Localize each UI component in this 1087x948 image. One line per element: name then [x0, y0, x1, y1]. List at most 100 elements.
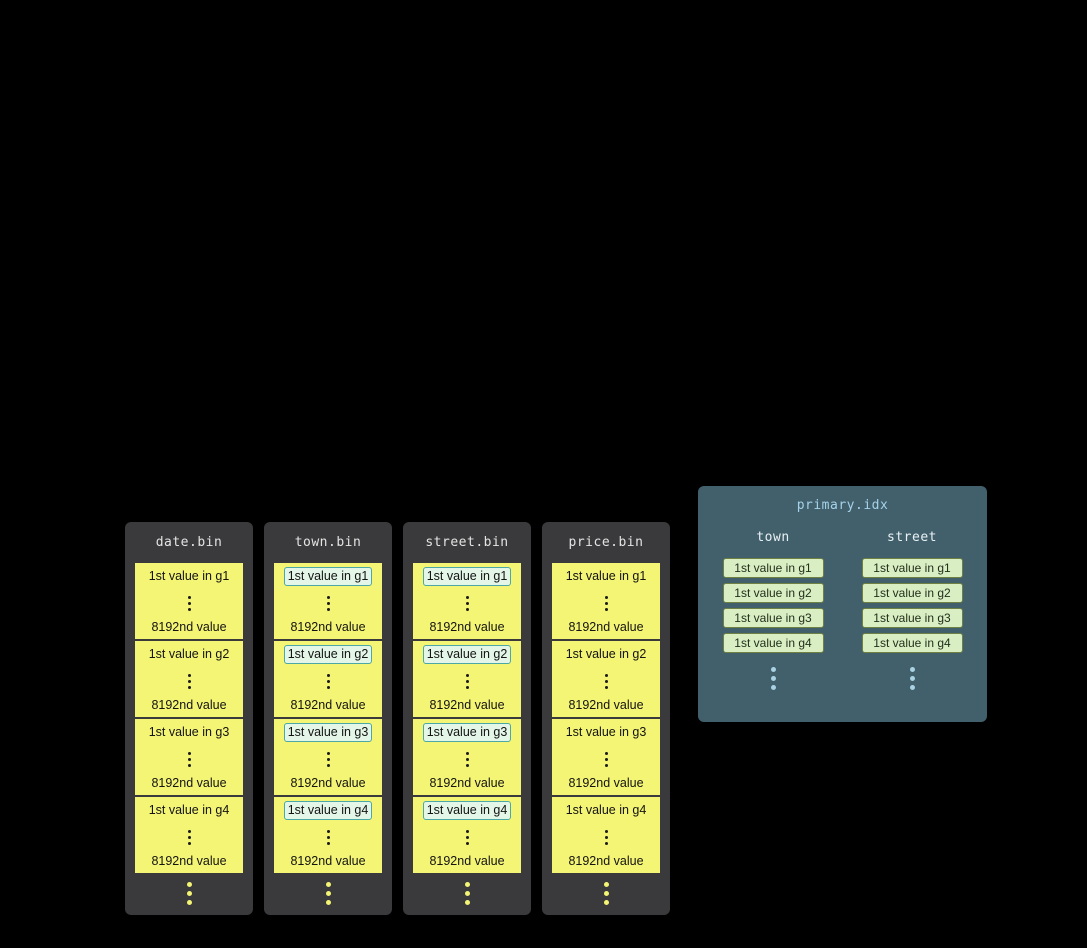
last-value-label: 8192nd value [151, 620, 227, 634]
first-value-label: 1st value in g2 [283, 644, 373, 664]
granule-block: 1st value in g3 8192nd value [413, 719, 521, 795]
index-entry-chip: 1st value in g4 [861, 633, 963, 653]
index-entry-list: 1st value in g1 1st value in g2 1st value … [861, 558, 963, 653]
first-value-row: 1st value in g4 [283, 800, 373, 820]
more-granules-ellipsis [403, 882, 531, 905]
granule-block: 1st value in g3 8192nd value [135, 719, 243, 795]
first-value-label: 1st value in g3 [565, 725, 647, 739]
last-value-label: 8192nd value [290, 698, 366, 712]
values-ellipsis [465, 595, 469, 611]
first-value-row: 1st value in g4 [422, 800, 512, 820]
granule-list: 1st value in g1 8192nd value 1st value i… [542, 563, 670, 873]
first-value-row: 1st value in g2 [566, 644, 647, 664]
last-value-label: 8192nd value [151, 854, 227, 868]
first-value-label: 1st value in g4 [422, 800, 512, 820]
values-ellipsis [187, 829, 191, 845]
bin-files: date.bin 1st value in g1 8192nd value 1s… [125, 522, 670, 915]
values-ellipsis [187, 595, 191, 611]
bin-file-title: street.bin [425, 535, 509, 550]
bin-column: town.bin 1st value in g1 8192nd value 1s… [264, 522, 392, 915]
index-entry-chip: 1st value in g2 [722, 583, 824, 603]
first-value-label: 1st value in g1 [422, 566, 512, 586]
values-ellipsis [187, 751, 191, 767]
values-ellipsis [187, 673, 191, 689]
values-ellipsis [465, 751, 469, 767]
index-entry-chip: 1st value in g3 [722, 608, 824, 628]
last-value-label: 8192nd value [429, 854, 505, 868]
primary-index-title: primary.idx [796, 498, 889, 513]
values-ellipsis [326, 829, 330, 845]
values-ellipsis [326, 673, 330, 689]
first-value-row: 1st value in g2 [283, 644, 373, 664]
granule-block: 1st value in g1 8192nd value [274, 563, 382, 639]
bin-file-title: price.bin [568, 535, 644, 550]
more-granules-ellipsis [542, 882, 670, 905]
index-entry-chip: 1st value in g1 [722, 558, 824, 578]
index-column: town 1st value in g1 1st value in g2 1st v… [722, 530, 824, 690]
bin-column: price.bin 1st value in g1 8192nd value 1… [542, 522, 670, 915]
first-value-label: 1st value in g2 [422, 644, 512, 664]
first-value-label: 1st value in g1 [565, 569, 647, 583]
more-granules-ellipsis [264, 882, 392, 905]
granule-block: 1st value in g2 8192nd value [552, 641, 660, 717]
last-value-label: 8192nd value [429, 620, 505, 634]
first-value-label: 1st value in g2 [565, 647, 647, 661]
last-value-label: 8192nd value [151, 698, 227, 712]
first-value-label: 1st value in g4 [565, 803, 647, 817]
granule-list: 1st value in g1 8192nd value 1st value i… [125, 563, 253, 873]
first-value-row: 1st value in g1 [422, 566, 512, 586]
bin-file-title: date.bin [155, 535, 223, 550]
index-entry-chip: 1st value in g1 [861, 558, 963, 578]
first-value-row: 1st value in g1 [149, 566, 230, 586]
first-value-row: 1st value in g2 [149, 644, 230, 664]
first-value-label: 1st value in g2 [148, 647, 230, 661]
first-value-row: 1st value in g3 [283, 722, 373, 742]
first-value-row: 1st value in g4 [566, 800, 647, 820]
first-value-label: 1st value in g3 [422, 722, 512, 742]
last-value-label: 8192nd value [429, 698, 505, 712]
index-column-header: town [756, 530, 790, 545]
last-value-label: 8192nd value [151, 776, 227, 790]
last-value-label: 8192nd value [290, 854, 366, 868]
index-entry-chip: 1st value in g2 [861, 583, 963, 603]
granule-list: 1st value in g1 8192nd value 1st value i… [264, 563, 392, 873]
first-value-label: 1st value in g4 [283, 800, 373, 820]
granule-block: 1st value in g1 8192nd value [135, 563, 243, 639]
first-value-label: 1st value in g4 [148, 803, 230, 817]
first-value-row: 1st value in g3 [149, 722, 230, 742]
index-entry-chip: 1st value in g4 [722, 633, 824, 653]
more-granules-ellipsis [125, 882, 253, 905]
last-value-label: 8192nd value [568, 620, 644, 634]
first-value-row: 1st value in g2 [422, 644, 512, 664]
first-value-row: 1st value in g1 [283, 566, 373, 586]
granule-block: 1st value in g2 8192nd value [135, 641, 243, 717]
first-value-label: 1st value in g3 [148, 725, 230, 739]
first-value-label: 1st value in g1 [148, 569, 230, 583]
granule-block: 1st value in g2 8192nd value [274, 641, 382, 717]
values-ellipsis [604, 673, 608, 689]
values-ellipsis [604, 829, 608, 845]
last-value-label: 8192nd value [568, 854, 644, 868]
last-value-label: 8192nd value [290, 776, 366, 790]
bin-column: street.bin 1st value in g1 8192nd value … [403, 522, 531, 915]
granule-block: 1st value in g4 8192nd value [274, 797, 382, 873]
granule-block: 1st value in g4 8192nd value [135, 797, 243, 873]
first-value-label: 1st value in g3 [283, 722, 373, 742]
first-value-row: 1st value in g4 [149, 800, 230, 820]
last-value-label: 8192nd value [568, 776, 644, 790]
last-value-label: 8192nd value [290, 620, 366, 634]
values-ellipsis [465, 829, 469, 845]
first-value-row: 1st value in g3 [566, 722, 647, 742]
last-value-label: 8192nd value [429, 776, 505, 790]
values-ellipsis [326, 751, 330, 767]
first-value-label: 1st value in g1 [283, 566, 373, 586]
granule-block: 1st value in g1 8192nd value [413, 563, 521, 639]
values-ellipsis [465, 673, 469, 689]
granule-block: 1st value in g4 8192nd value [552, 797, 660, 873]
values-ellipsis [604, 751, 608, 767]
first-value-row: 1st value in g1 [566, 566, 647, 586]
values-ellipsis [326, 595, 330, 611]
